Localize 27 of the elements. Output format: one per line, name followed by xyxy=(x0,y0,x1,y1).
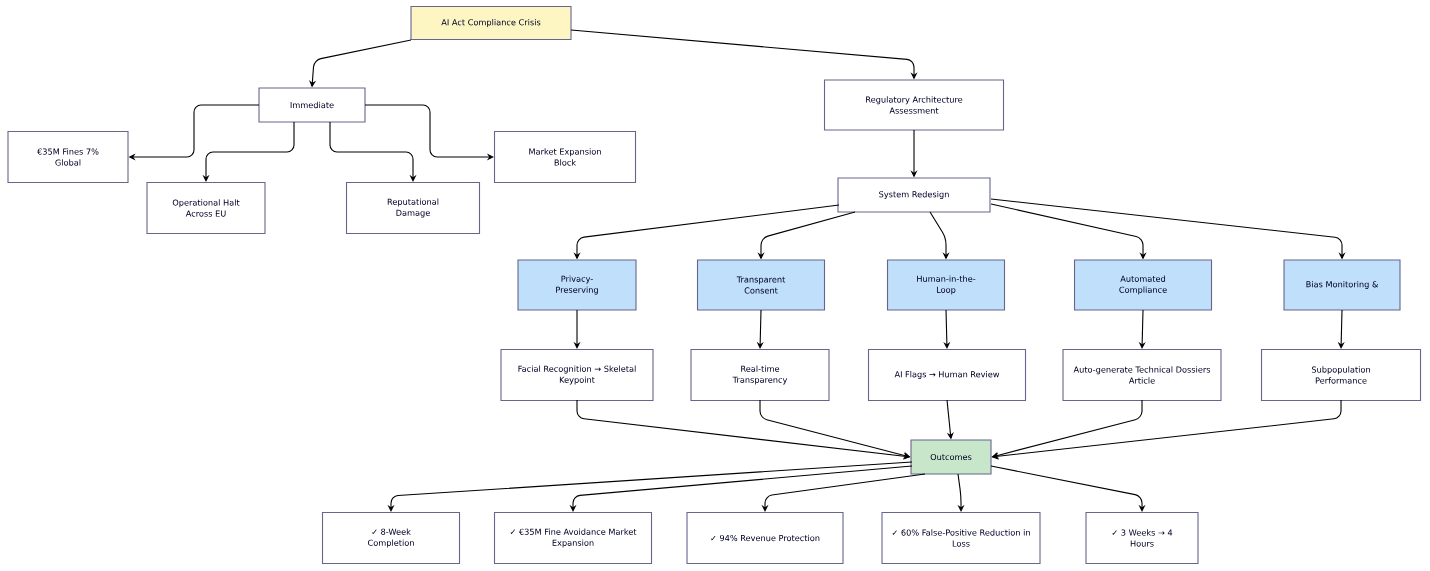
component-box: Human-in-the-Loop xyxy=(886,259,1006,311)
outcome-box: Outcomes xyxy=(910,439,992,475)
process-box: €35M Fines 7% Global xyxy=(7,130,129,184)
process-box: Facial Recognition → Skeletal Keypoint xyxy=(500,348,654,402)
process-box: Market Expansion Block xyxy=(493,130,637,184)
process-box: System Redesign xyxy=(837,177,991,213)
process-box: ✓ €35M Fine Avoidance Market Expansion xyxy=(493,511,653,565)
arrow xyxy=(329,121,417,182)
arrow xyxy=(957,473,965,512)
process-box: Immediate xyxy=(258,87,366,123)
process-box: Subpopulation Performance xyxy=(1260,348,1422,402)
process-box: Reputational Damage xyxy=(345,181,481,235)
process-box: Regulatory Architecture Assessment xyxy=(823,79,1005,131)
component-box: Privacy-Preserving xyxy=(517,259,637,311)
component-box: Bias Monitoring & xyxy=(1283,259,1401,311)
process-box: Operational Halt Across EU xyxy=(146,181,266,235)
process-box: AI Flags → Human Review xyxy=(867,348,1027,402)
process-box: Auto-generate Technical Dossiers Article xyxy=(1062,348,1222,402)
process-box: ✓ 3 Weeks → 4 Hours xyxy=(1085,511,1199,565)
process-box: ✓ 8-Week Completion xyxy=(321,511,461,565)
component-box: Transparent Consent xyxy=(696,259,826,311)
process-box: Real-time Transparency xyxy=(690,348,830,402)
title-box: AI Act Compliance Crisis xyxy=(410,5,572,41)
process-box: ✓ 60% False-Positive Reduction in Loss xyxy=(881,511,1041,565)
process-box: ✓ 94% Revenue Protection xyxy=(686,511,844,565)
component-box: Automated Compliance xyxy=(1073,259,1213,311)
arrow xyxy=(990,465,1146,512)
